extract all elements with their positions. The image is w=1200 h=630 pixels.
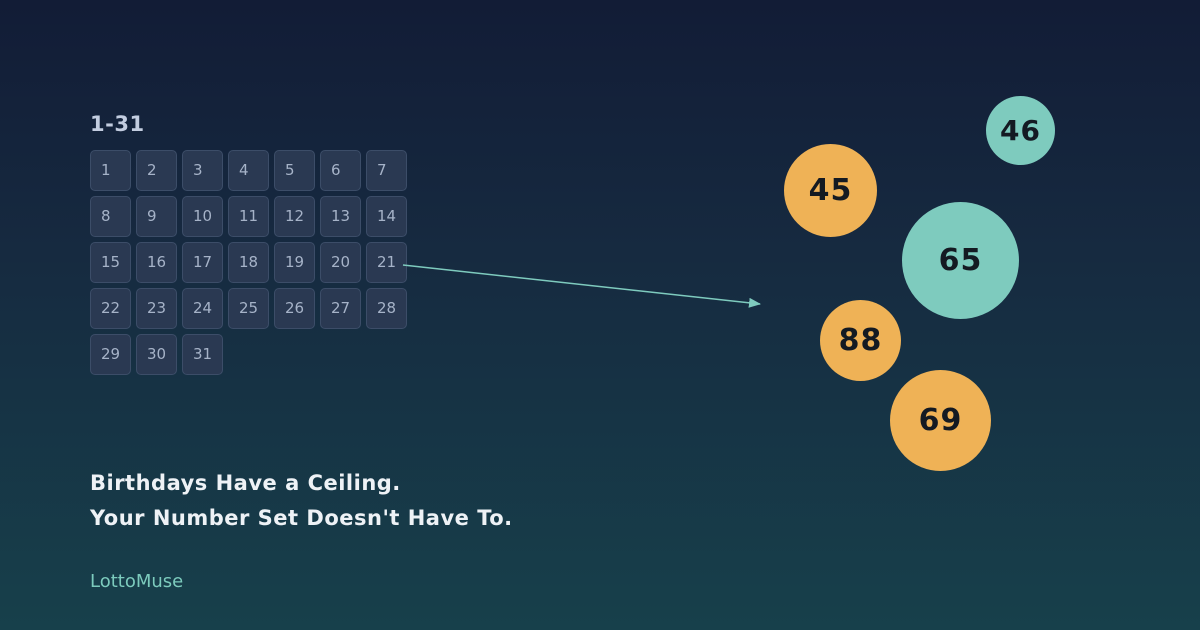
day-cell: 6 xyxy=(320,150,361,191)
day-cell: 22 xyxy=(90,288,131,329)
lottery-ball: 69 xyxy=(890,370,991,471)
day-cell: 26 xyxy=(274,288,315,329)
lottery-ball: 46 xyxy=(986,96,1055,165)
day-cell: 9 xyxy=(136,196,177,237)
brand-name: LottoMuse xyxy=(90,571,184,592)
day-cell: 18 xyxy=(228,242,269,283)
lottery-ball: 88 xyxy=(820,300,901,381)
day-cell: 2 xyxy=(136,150,177,191)
day-cell: 24 xyxy=(182,288,223,329)
day-cell: 11 xyxy=(228,196,269,237)
day-cell: 10 xyxy=(182,196,223,237)
day-cell: 16 xyxy=(136,242,177,283)
day-cell: 31 xyxy=(182,334,223,375)
range-label: 1-31 xyxy=(90,112,145,136)
day-cell: 20 xyxy=(320,242,361,283)
day-cell: 13 xyxy=(320,196,361,237)
day-cell: 14 xyxy=(366,196,407,237)
day-cell: 23 xyxy=(136,288,177,329)
day-cell: 30 xyxy=(136,334,177,375)
lottery-ball: 65 xyxy=(902,202,1019,319)
day-cell: 28 xyxy=(366,288,407,329)
day-cell: 5 xyxy=(274,150,315,191)
headline-line-1: Birthdays Have a Ceiling. xyxy=(90,471,401,495)
day-cell: 29 xyxy=(90,334,131,375)
day-cell: 12 xyxy=(274,196,315,237)
day-cell: 7 xyxy=(366,150,407,191)
day-cell: 17 xyxy=(182,242,223,283)
day-cell: 8 xyxy=(90,196,131,237)
day-cell: 25 xyxy=(228,288,269,329)
headline-line-2: Your Number Set Doesn't Have To. xyxy=(90,506,513,530)
day-cell: 21 xyxy=(366,242,407,283)
day-cell: 3 xyxy=(182,150,223,191)
day-cell: 27 xyxy=(320,288,361,329)
day-cell: 1 xyxy=(90,150,131,191)
day-cell: 19 xyxy=(274,242,315,283)
lottery-ball: 45 xyxy=(784,144,877,237)
day-cell: 15 xyxy=(90,242,131,283)
day-cell: 4 xyxy=(228,150,269,191)
